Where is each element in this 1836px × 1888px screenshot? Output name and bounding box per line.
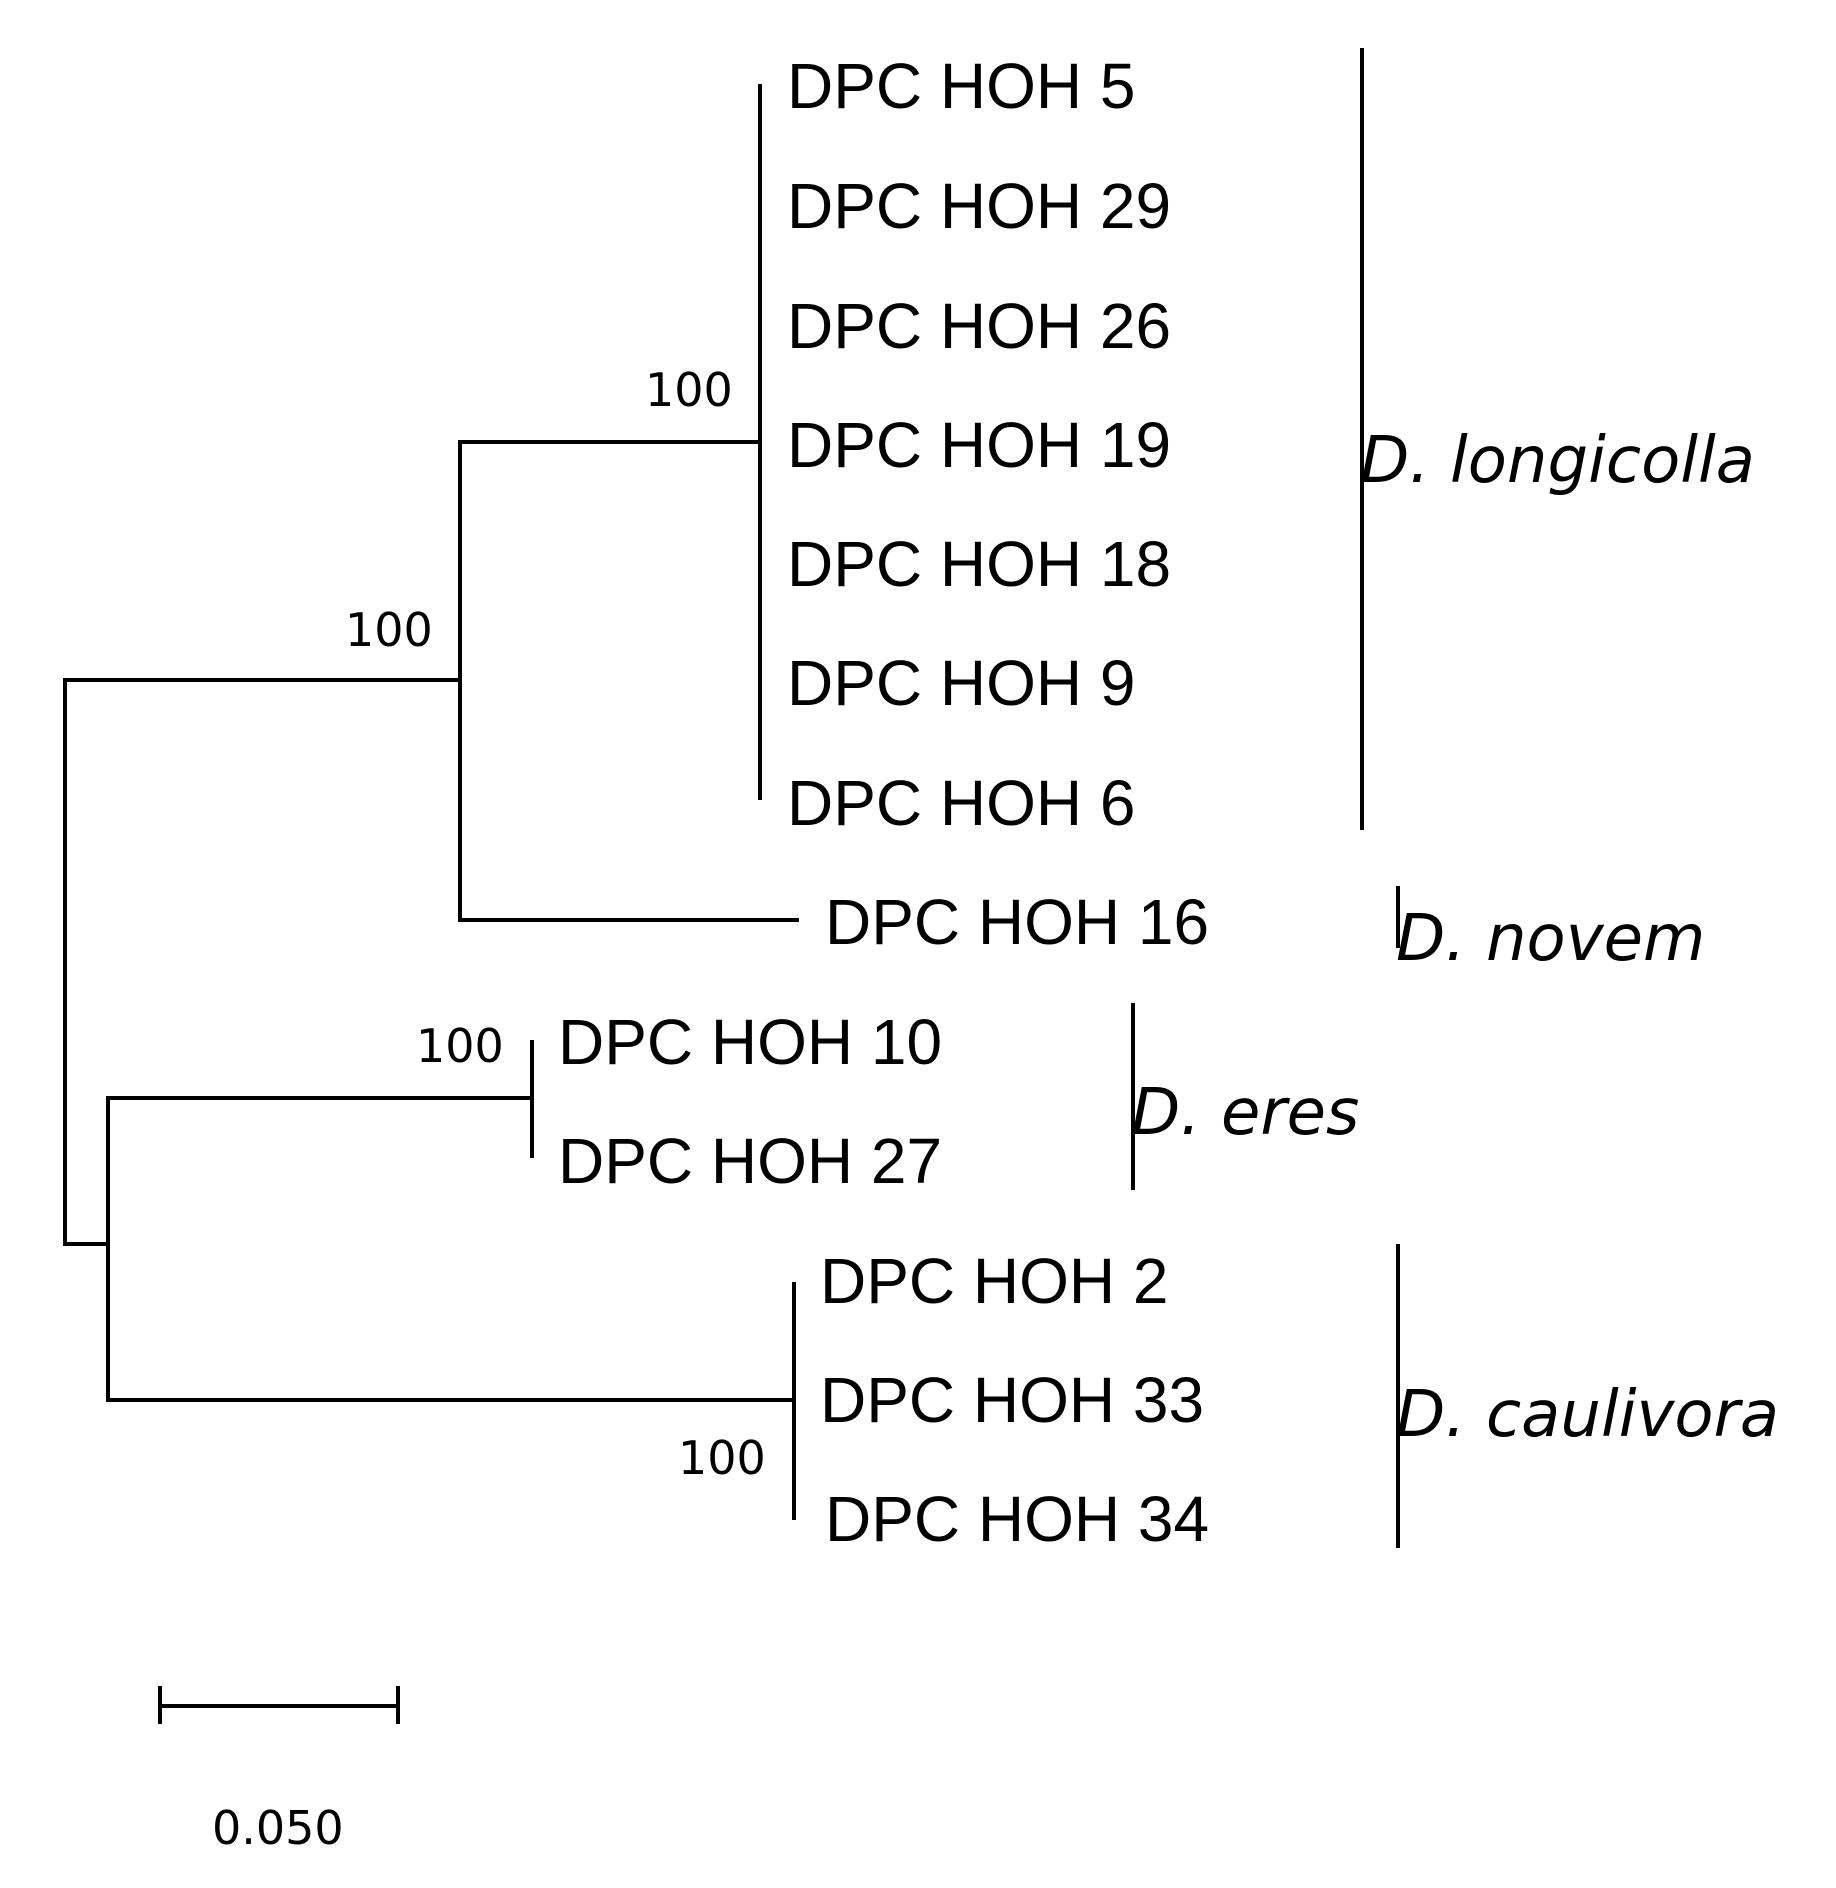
leaf-label: DPC HOH 18 [787,528,1171,600]
clade-name-novem: D. novem [1396,902,1705,976]
leaf-label: DPC HOH 34 [825,1483,1209,1555]
leaf-label: DPC HOH 6 [787,767,1136,839]
leaf-label: DPC HOH 5 [787,50,1136,122]
leaf-label: DPC HOH 33 [820,1364,1204,1436]
leaf-label: DPC HOH 16 [825,886,1209,958]
leaf-label: DPC HOH 27 [558,1125,942,1197]
leaf-label: DPC HOH 19 [787,409,1171,481]
leaf-label: DPC HOH 26 [787,290,1171,362]
leaf-label: DPC HOH 10 [558,1006,942,1078]
leaf-label: DPC HOH 2 [820,1245,1169,1317]
leaf-label: DPC HOH 29 [787,170,1171,242]
bootstrap-value: 100 [678,1431,766,1485]
scale-bar-label: 0.050 [212,1801,344,1855]
bootstrap-value: 100 [345,603,433,657]
bootstrap-value: 100 [645,363,733,417]
clade-name-caulivora: D. caulivora [1396,1378,1779,1452]
clade-name-eres: D. eres [1131,1076,1359,1150]
clade-name-longicolla: D. longicolla [1360,424,1755,498]
leaf-label: DPC HOH 9 [787,647,1136,719]
bootstrap-value: 100 [416,1019,504,1073]
scale-bar: 0.050 [158,1686,400,1855]
